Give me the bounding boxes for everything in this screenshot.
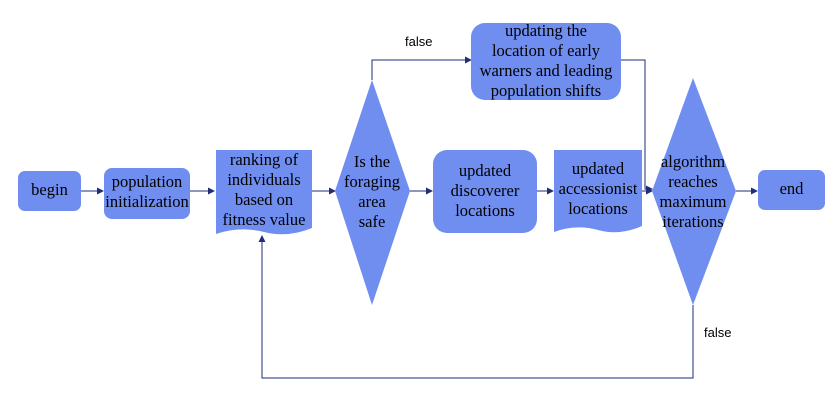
edges — [81, 56, 758, 379]
node-label-line: area — [358, 192, 386, 211]
node-end-shape — [758, 170, 825, 210]
node-label-line: updated — [572, 159, 625, 178]
node-label-line: ranking of — [230, 150, 299, 169]
node-label-line: end — [780, 179, 805, 198]
node-label-line: warners and leading — [480, 61, 613, 80]
edge-label-iterations-false: false — [704, 325, 731, 340]
node-label-line: updating the — [505, 21, 587, 40]
node-maximum-iterations-shape — [652, 78, 736, 305]
node-early-warners-shape — [471, 23, 621, 100]
node-begin: begin — [18, 171, 81, 211]
node-begin-label: begin — [31, 180, 68, 199]
node-label-line: based on — [235, 190, 293, 209]
node-label-line: locations — [455, 201, 515, 220]
node-end: end — [758, 170, 825, 210]
node-label-line: discoverer — [451, 181, 520, 200]
edge-iterations-to-ranking — [258, 235, 694, 379]
node-label-line: fitness value — [223, 210, 306, 229]
node-label-line: Is the — [354, 152, 390, 171]
node-label-line: individuals — [227, 170, 300, 189]
node-label-line: updated — [459, 161, 512, 180]
node-label-line: maximum — [660, 192, 727, 211]
node-label-line: begin — [31, 180, 68, 199]
node-label-line: iterations — [662, 212, 723, 231]
edge-foraging-to-early-warners — [371, 56, 472, 80]
node-end-label: end — [780, 179, 805, 198]
node-label-line: accessionist — [559, 179, 638, 198]
edge-label-safe-false: false — [405, 34, 432, 49]
node-ranking-shape — [216, 150, 312, 235]
node-label-line: algorithm — [661, 152, 725, 171]
node-label-line: location of early — [492, 41, 601, 60]
node-label-line: locations — [568, 199, 628, 218]
node-population-initialization-shape — [104, 168, 190, 219]
node-foraging-area-safe-shape — [335, 80, 410, 305]
node-accessionist-shape — [554, 150, 642, 233]
node-label-line: reaches — [668, 172, 717, 191]
node-discoverer-shape — [433, 150, 537, 233]
node-label-line: population shifts — [491, 81, 601, 100]
node-label-line: foraging — [344, 172, 400, 191]
node-label-line: population — [112, 172, 183, 191]
node-begin-shape — [18, 171, 81, 211]
node-label-line: safe — [359, 212, 386, 231]
node-label-line: initialization — [105, 192, 188, 211]
